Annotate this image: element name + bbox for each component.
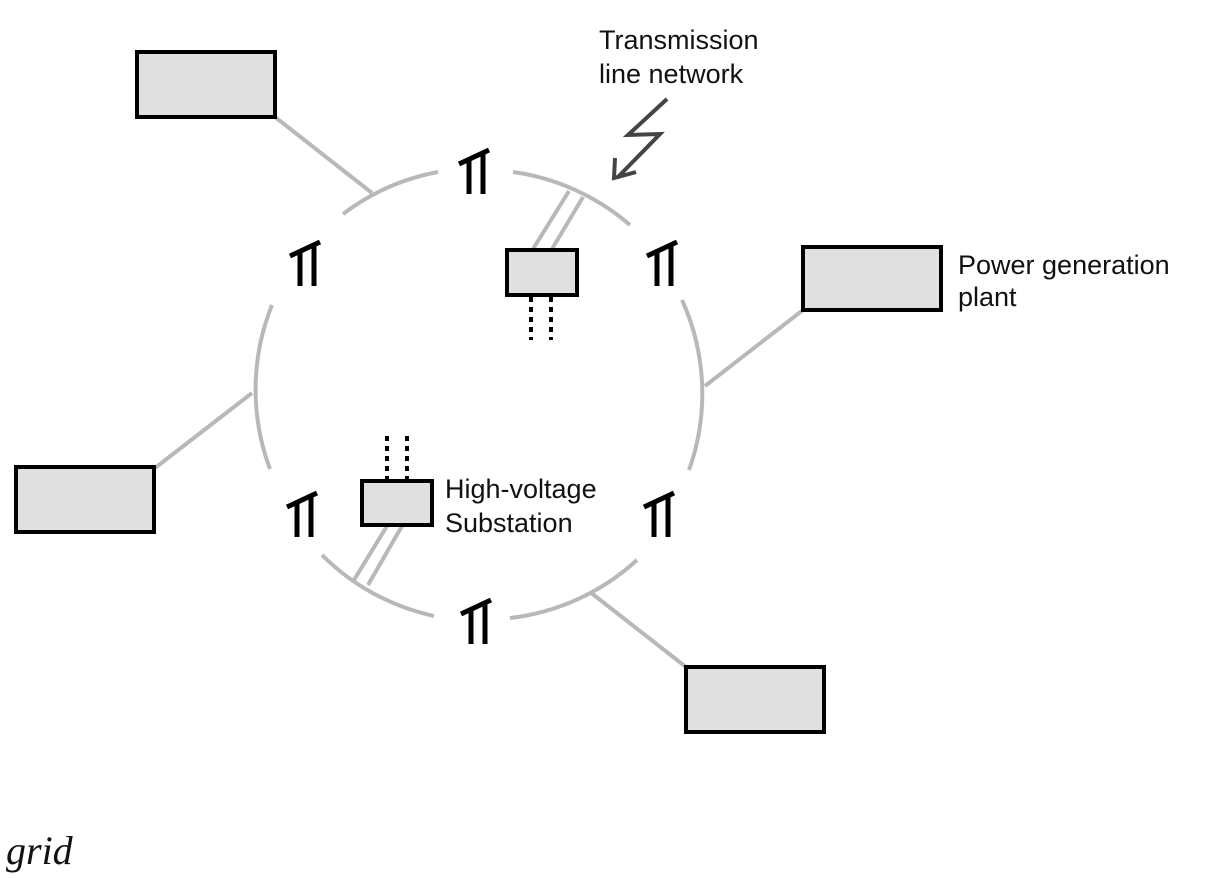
transmission-label-line2: line network <box>599 59 744 89</box>
plant-left[interactable] <box>14 465 156 534</box>
transmission-arrow-icon <box>611 97 669 181</box>
ring-arc-right <box>680 299 705 471</box>
towers <box>285 147 679 644</box>
substation-lower-link-b <box>366 525 404 586</box>
substation-lower[interactable] <box>360 479 434 527</box>
power-plants <box>14 50 943 734</box>
tower-icon <box>459 597 493 644</box>
substation-lower-link-a <box>352 524 389 582</box>
ring-arc-top-right <box>512 170 632 227</box>
ring-arc-bottom-left <box>320 553 435 618</box>
plant-right[interactable] <box>801 245 943 312</box>
substation-upper-link-b <box>550 195 585 251</box>
substation-upper[interactable] <box>505 248 579 297</box>
substations <box>360 248 579 527</box>
tower-icon <box>288 239 322 286</box>
plant-bottom-right[interactable] <box>684 665 826 734</box>
tower-icon <box>645 239 679 286</box>
substation-lower-dotted-feed <box>385 436 409 479</box>
substation-label-line2: Substation <box>445 508 573 538</box>
ring-arc-top <box>341 170 439 216</box>
ring-arc-bottom-right <box>509 558 639 620</box>
power-plant-label-line1: Power generation <box>958 250 1170 280</box>
figure-caption: grid <box>6 828 74 873</box>
substation-upper-dotted-feed <box>529 297 553 340</box>
plant-connectors <box>153 115 805 669</box>
substation-label-line1: High-voltage <box>445 474 597 504</box>
plant-top-left[interactable] <box>135 50 277 119</box>
ring-arc-left <box>253 304 274 470</box>
tower-icon <box>642 490 676 537</box>
power-plant-label-line2: plant <box>958 282 1017 312</box>
connector-right <box>703 308 805 388</box>
substation-upper-link-a <box>531 189 571 251</box>
transmission-label-line1: Transmission <box>599 25 759 55</box>
transmission-ring <box>253 170 705 620</box>
connector-left <box>153 391 254 470</box>
connector-top-left <box>273 115 374 195</box>
connector-bottom-right <box>588 590 688 669</box>
tower-icon <box>285 490 319 537</box>
tower-icon <box>457 147 491 194</box>
